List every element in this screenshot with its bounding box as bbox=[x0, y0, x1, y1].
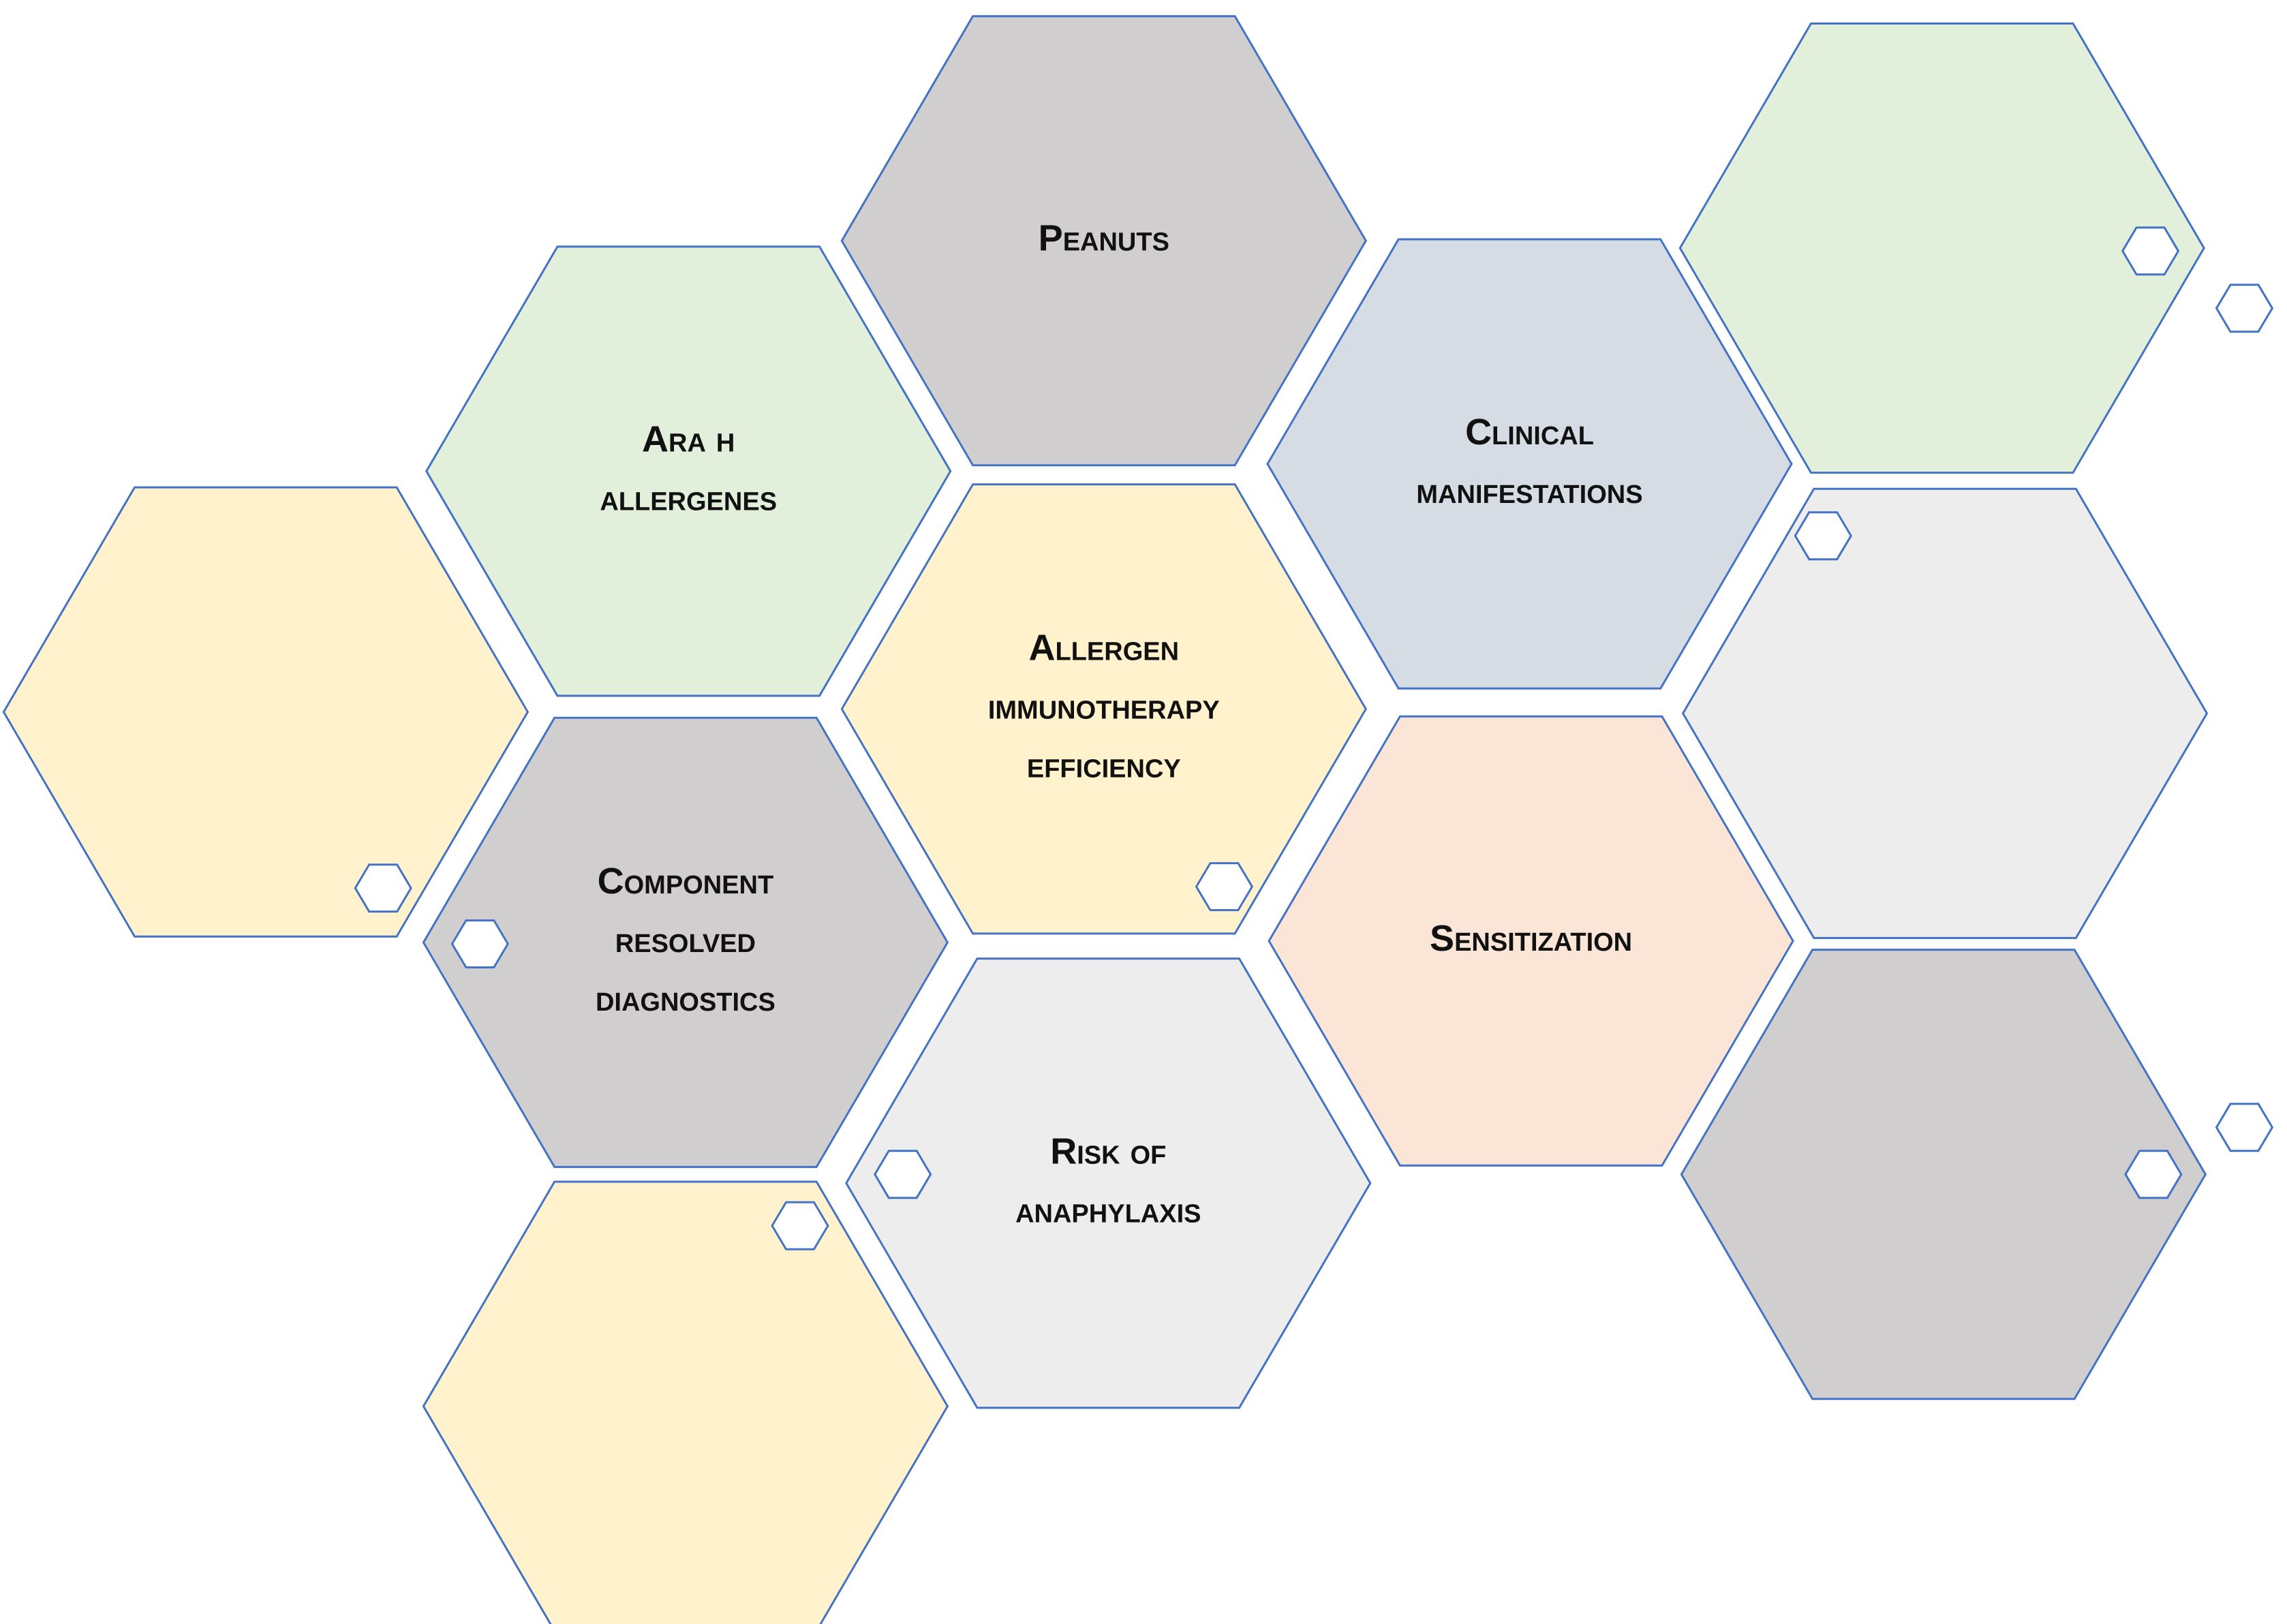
small-hexagon-icon bbox=[2215, 284, 2274, 333]
hex-empty-right-middle bbox=[1681, 487, 2209, 939]
hex-component-resolved-diagnostics bbox=[422, 716, 949, 1168]
hex-sensitization-label: Sensitization bbox=[1430, 918, 1632, 959]
hex-risk-of-anaphylaxis-label-line: anaphylaxis bbox=[1015, 1189, 1201, 1230]
small-hexagon-icon bbox=[874, 1150, 932, 1199]
hex-risk-of-anaphylaxis-label-line: Risk of bbox=[1050, 1131, 1166, 1171]
hex-peanuts-label: Peanuts bbox=[1039, 218, 1169, 259]
hex-empty-left bbox=[2, 486, 529, 938]
hex-clinical-manifestations bbox=[1266, 238, 1793, 690]
hex-allergen-immunotherapy-efficiency bbox=[840, 483, 1368, 935]
small-hexagon-icon bbox=[2215, 1103, 2274, 1152]
small-hexagon-icon bbox=[1794, 511, 1852, 561]
small-hexagon-icon bbox=[2121, 226, 2180, 276]
hex-allergen-immunotherapy-efficiency-label: Allergen immunotherapy efficiency bbox=[988, 628, 1220, 786]
hex-empty-top-right bbox=[1678, 22, 2205, 474]
small-hexagon-icon bbox=[354, 863, 412, 913]
small-hexagon-icon bbox=[450, 919, 510, 968]
hex-sensitization-label-line: Sensitization bbox=[1430, 918, 1632, 959]
hex-ara-h-allergenes bbox=[425, 245, 952, 697]
hex-ara-h-allergenes-label-line: Ara h bbox=[642, 419, 735, 460]
small-hexagon-icon bbox=[2124, 1150, 2183, 1199]
hex-component-resolved-diagnostics-label: Component resolved diagnostics bbox=[596, 861, 776, 1019]
hex-sensitization bbox=[1268, 715, 1794, 1167]
hex-clinical-manifestations-label-line: Clinical bbox=[1465, 412, 1594, 453]
small-hexagon-icon bbox=[771, 1201, 829, 1251]
hex-component-resolved-diagnostics-label-line: resolved bbox=[615, 919, 756, 960]
hex-risk-of-anaphylaxis bbox=[845, 957, 1372, 1409]
hex-peanuts bbox=[840, 15, 1368, 467]
hex-allergen-immunotherapy-efficiency-label-line: efficiency bbox=[1027, 745, 1181, 786]
hex-component-resolved-diagnostics-label-line: diagnostics bbox=[596, 978, 776, 1019]
hex-component-resolved-diagnostics-label-line: Component bbox=[598, 861, 774, 902]
hex-clinical-manifestations-label: Clinical manifestations bbox=[1416, 412, 1642, 511]
hex-ara-h-allergenes-label: Ara h allergenes bbox=[600, 419, 777, 519]
small-hexagon-icon bbox=[1195, 862, 1254, 911]
hex-peanuts-label-line: Peanuts bbox=[1039, 218, 1169, 259]
hex-empty-right-bottom bbox=[1680, 949, 2207, 1400]
hex-ara-h-allergenes-label-line: allergenes bbox=[600, 478, 777, 519]
hex-clinical-manifestations-label-line: manifestations bbox=[1416, 470, 1642, 511]
hex-risk-of-anaphylaxis-label: Risk of anaphylaxis bbox=[1015, 1131, 1201, 1230]
hex-allergen-immunotherapy-efficiency-label-line: immunotherapy bbox=[988, 686, 1220, 727]
hex-empty-bottom-left bbox=[422, 1180, 949, 1624]
hex-allergen-immunotherapy-efficiency-label-line: Allergen bbox=[1029, 628, 1180, 669]
